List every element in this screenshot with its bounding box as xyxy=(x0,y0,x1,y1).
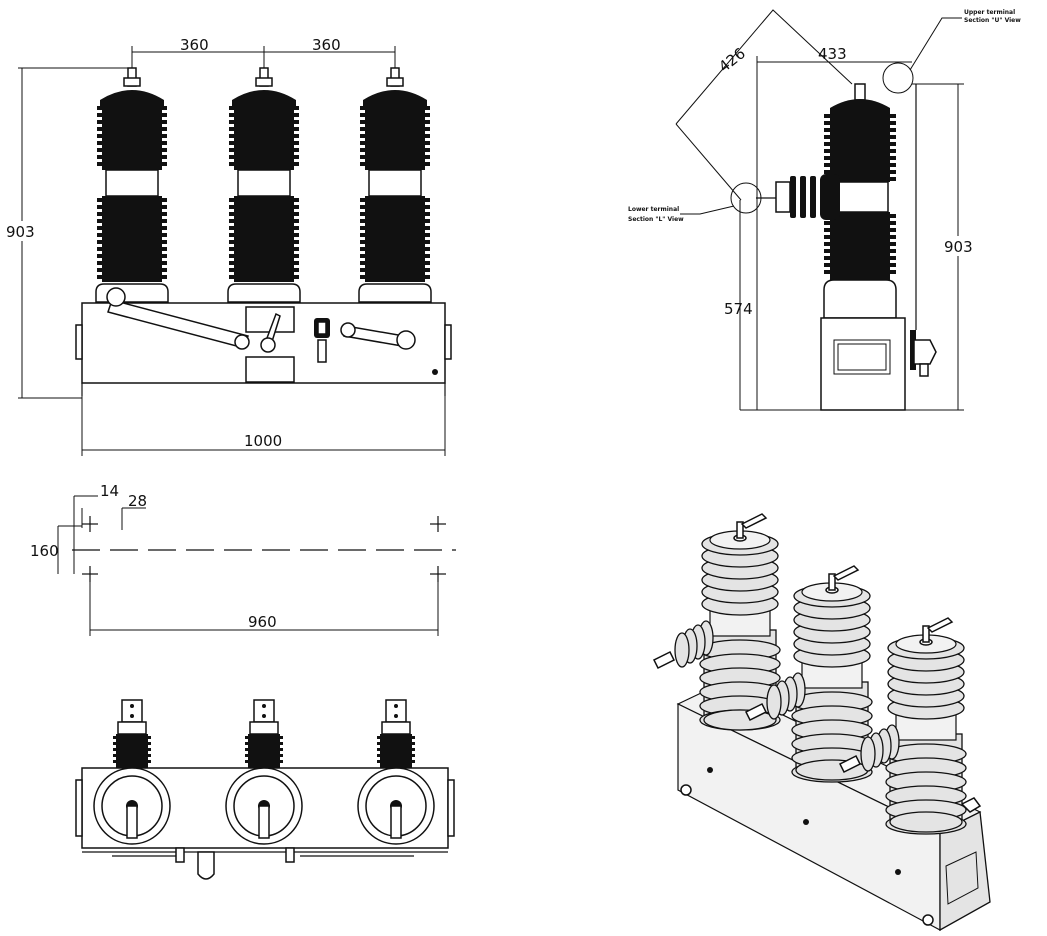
side-dim-574: 574 xyxy=(724,300,753,318)
dim-960: 960 xyxy=(248,613,277,631)
height-label: 903 xyxy=(6,223,35,241)
side-lower-bushing xyxy=(756,174,840,220)
dim-14: 14 xyxy=(100,482,119,500)
top-view xyxy=(75,699,455,880)
mount-hole-tr xyxy=(430,516,446,532)
pitch-left-label: 360 xyxy=(180,36,209,54)
isometric-view xyxy=(652,513,991,932)
dim-28: 28 xyxy=(128,492,147,510)
pitch-right-label: 360 xyxy=(312,36,341,54)
upper-terminal-note-1: Upper terminal xyxy=(964,9,1015,16)
mount-hole-tl xyxy=(82,516,98,532)
side-dim-433: 433 xyxy=(818,45,847,63)
mount-hole-bl xyxy=(82,566,98,582)
dim-160: 160 xyxy=(30,542,59,560)
mounting-view: 14 28 160 960 xyxy=(30,482,456,636)
mount-hole-br xyxy=(430,566,446,582)
lower-terminal-note-2: Section "L" View xyxy=(628,216,684,223)
pole-left xyxy=(95,67,169,303)
pole-center xyxy=(227,67,301,303)
pole-right xyxy=(358,67,432,303)
side-dim-903: 903 xyxy=(944,238,973,256)
front-view: 360 360 903 xyxy=(6,36,452,456)
side-view: 426 433 903 574 Upper terminal Section "… xyxy=(628,9,1021,411)
side-pole xyxy=(823,83,897,319)
lower-terminal-note-1: Lower terminal xyxy=(628,206,679,213)
width-label: 1000 xyxy=(244,432,282,450)
upper-terminal-note-2: Section "U" View xyxy=(964,17,1021,24)
